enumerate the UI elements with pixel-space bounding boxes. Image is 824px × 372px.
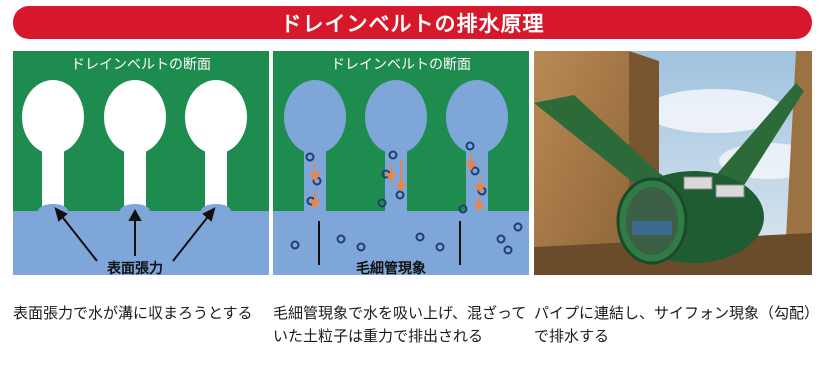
panel1-heading: ドレインベルトの断面 (71, 57, 211, 73)
capillary-action-label: 毛細管現象 (356, 260, 426, 275)
panel2-heading: ドレインベルトの断面 (331, 57, 471, 73)
gravity-arrows (309, 154, 486, 212)
caption-surface-tension: 表面張力で水が溝に収まろうとする (13, 304, 253, 322)
siphon-pipe-illustration (534, 51, 812, 275)
caption-capillary-action: 毛細管現象で水を吸い上げ、混ざっていた土粒子は重力で排出される (273, 304, 527, 345)
page-title: ドレインベルトの排水原理 (280, 11, 545, 36)
caption-siphon: パイプに連結し、サイフォン現象（勾配）で排水する (534, 304, 820, 345)
surface-tension-diagram: ドレインベルトの断面 表面張力 (13, 51, 269, 275)
capillary-action-diagram: ドレインベルトの断面 (273, 51, 529, 275)
soil-particles (290, 141, 523, 255)
surface-tension-label: 表面張力 (106, 260, 163, 275)
page-title-banner: ドレインベルトの排水原理 (13, 6, 812, 39)
